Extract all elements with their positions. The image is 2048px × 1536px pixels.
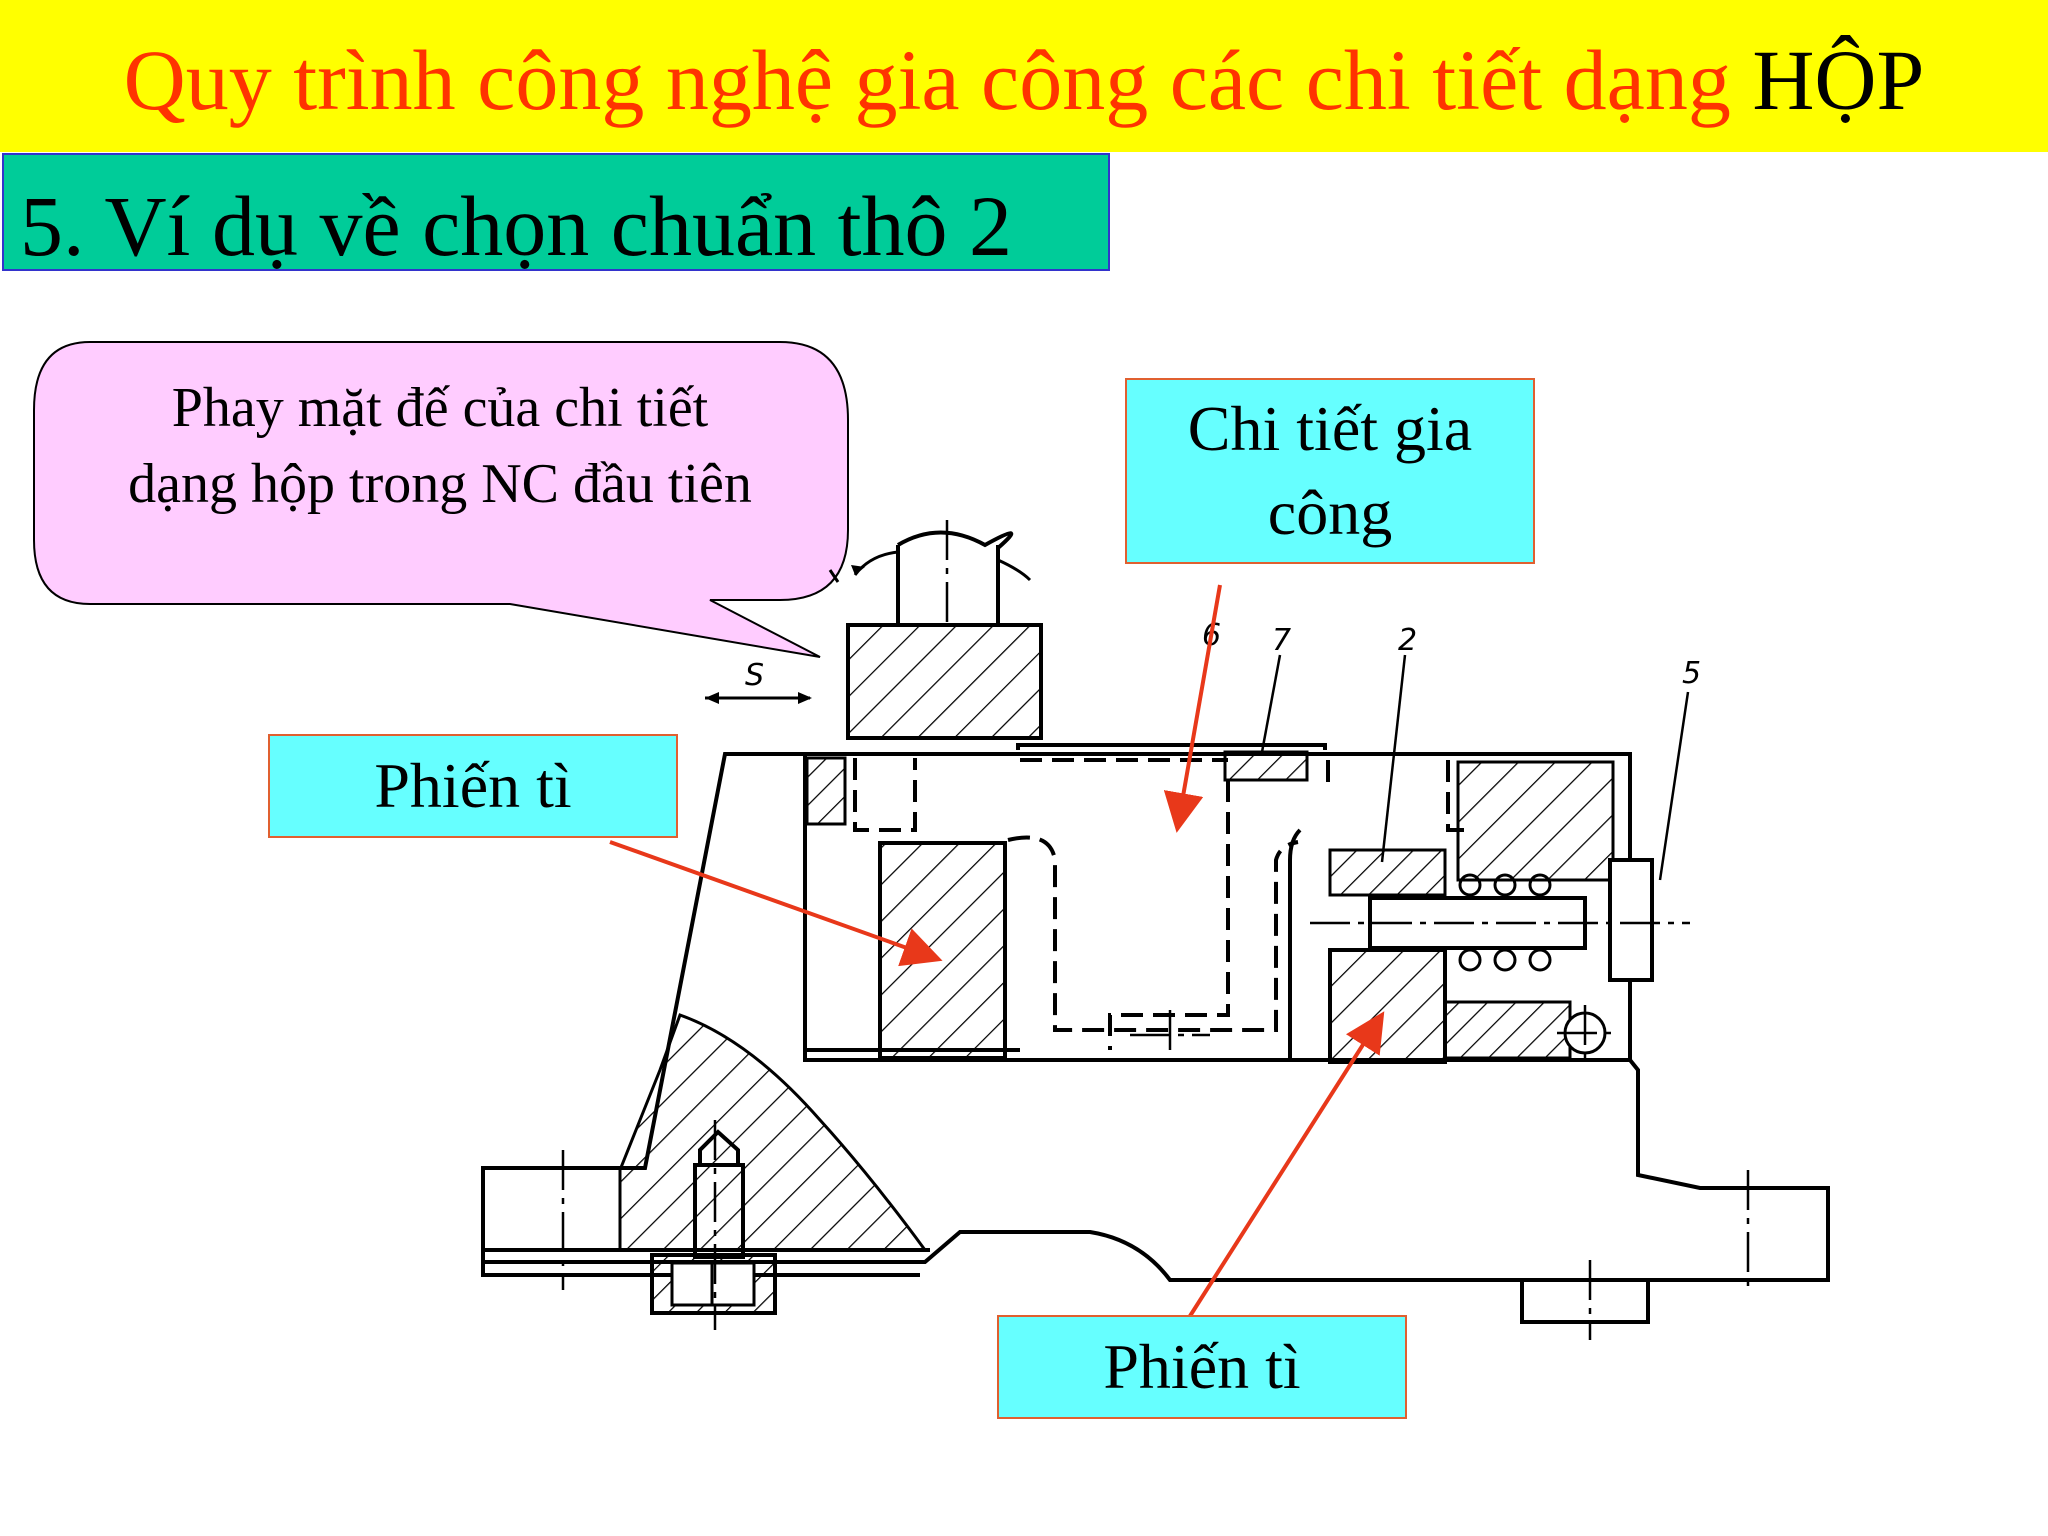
section-heading: 5. Ví dụ về chọn chuẩn thô 2 bbox=[20, 178, 1013, 274]
label-locator-bottom: Phiến tì bbox=[997, 1315, 1407, 1419]
title-emphasis: HỘP bbox=[1752, 32, 1925, 128]
part-number-2: 2 bbox=[1398, 623, 1417, 658]
arrow-to-locator-left bbox=[609, 840, 943, 967]
part-number-5: 5 bbox=[1682, 656, 1701, 691]
callout-bubble bbox=[33, 341, 849, 658]
feed-arrow bbox=[705, 692, 812, 704]
label-workpiece: Chi tiết gia công bbox=[1125, 378, 1535, 564]
title-text: Quy trình công nghệ gia công các chi tiế… bbox=[123, 32, 1753, 128]
left-jaw bbox=[805, 756, 847, 826]
part-leaders bbox=[1260, 654, 1690, 881]
part-number-7: 7 bbox=[1272, 623, 1291, 658]
base-bolt bbox=[561, 1120, 777, 1330]
arrow-to-locator-bottom bbox=[1188, 1011, 1385, 1318]
arrow-to-workpiece bbox=[1163, 584, 1222, 833]
label-workpiece-line-2: công bbox=[1267, 477, 1393, 548]
locating-plate-left bbox=[878, 841, 1007, 1060]
slide-title: Quy trình công nghệ gia công các chi tiế… bbox=[0, 30, 2048, 130]
callout-line-1: Phay mặt đế của chi tiết bbox=[171, 377, 709, 439]
title-band bbox=[0, 0, 2048, 152]
label-workpiece-line-1: Chi tiết gia bbox=[1187, 393, 1473, 464]
spindle bbox=[828, 520, 1032, 630]
callout-text: Phay mặt đế của chi tiết dạng hộp trong … bbox=[60, 370, 820, 522]
label-locator-left: Phiến tì bbox=[268, 734, 678, 838]
subtitle-band bbox=[2, 153, 1110, 271]
milling-cutter bbox=[846, 623, 1043, 740]
part-7-block bbox=[1223, 750, 1309, 782]
callout-line-2: dạng hộp trong NC đầu tiên bbox=[128, 453, 752, 515]
right-clamp bbox=[1310, 760, 1690, 1064]
feed-label: S bbox=[745, 658, 764, 693]
